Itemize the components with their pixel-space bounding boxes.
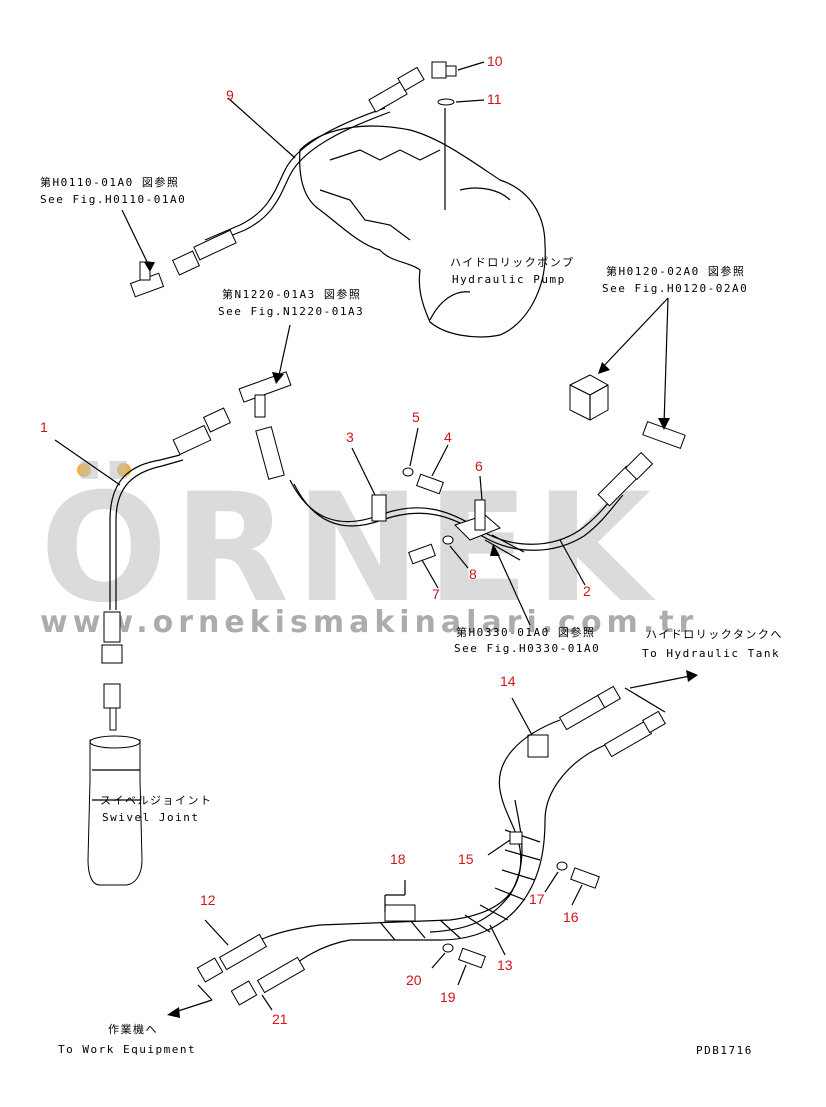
part-number-14: 14 (500, 673, 516, 689)
clamp-3 (351, 427, 449, 522)
leader-2 (559, 539, 586, 586)
o-ring-11 (437, 98, 455, 106)
ref-h0120-jp: 第H0120-02A0 図参照 (606, 264, 745, 278)
reference-labels: 第H0110-01A0 図参照 See Fig.H0110-01A0 第N122… (40, 175, 783, 1057)
leader-9 (227, 97, 296, 159)
part-number-13: 13 (497, 957, 513, 973)
watermark-dot (77, 463, 91, 477)
part-number-16: 16 (563, 909, 579, 925)
bolt-16 (570, 867, 600, 889)
bolt-7 (408, 543, 436, 565)
ref-n1220-jp: 第N1220-01A3 図参照 (222, 287, 361, 301)
hose-assembly (167, 670, 698, 1018)
pipe-9 (171, 66, 425, 276)
part-number-5: 5 (412, 409, 420, 425)
part-number-2: 2 (583, 583, 591, 599)
pipe-1 (54, 407, 232, 664)
label-work-jp: 作業機へ (108, 1022, 158, 1036)
label-pump-en: Hydraulic Pump (452, 273, 566, 286)
tee-fitting-left (121, 209, 165, 298)
bolt-4 (416, 473, 444, 495)
ref-h0330-jp: 第H0330-01A0 図参照 (456, 625, 595, 639)
elbow-10 (431, 61, 485, 106)
washer-8 (442, 535, 454, 545)
drawing-code: PDB1716 (696, 1044, 753, 1057)
part-number-21: 21 (272, 1011, 288, 1027)
tee-fitting-middle (238, 324, 292, 418)
leader-1 (54, 439, 121, 486)
part-number-4: 4 (444, 429, 452, 445)
part-number-11: 11 (487, 91, 502, 107)
part-number-1: 1 (40, 419, 48, 435)
part-number-10: 10 (487, 53, 503, 69)
label-swivel-en: Swivel Joint (102, 811, 199, 824)
washer-17 (556, 861, 568, 871)
part-number-19: 19 (440, 989, 456, 1005)
label-pump-jp: ハイドロリックポンプ (450, 256, 574, 269)
ref-n1220-en: See Fig.N1220-01A3 (218, 305, 364, 318)
label-work-en: To Work Equipment (58, 1043, 196, 1056)
part-number-15: 15 (458, 851, 474, 867)
ref-h0330-en: See Fig.H0330-01A0 (454, 642, 600, 655)
part-number-18: 18 (390, 851, 406, 867)
part-number-9: 9 (226, 87, 234, 103)
watermark: ÖRNEK www.ornekismakinalari.com.tr (40, 460, 698, 640)
label-tank-en: To Hydraulic Tank (642, 647, 780, 660)
ref-h0120-en: See Fig.H0120-02A0 (602, 282, 748, 295)
swivel-joint (87, 683, 143, 886)
part-number-8: 8 (469, 566, 477, 582)
ref-h0110-en: See Fig.H0110-01A0 (40, 193, 186, 206)
part-number-7: 7 (432, 586, 440, 602)
part-number-3: 3 (346, 429, 354, 445)
ref-h0110-jp: 第H0110-01A0 図参照 (40, 175, 179, 189)
hydraulic-pump (299, 108, 546, 338)
watermark-brand: ÖRNEK (40, 460, 657, 636)
part-number-20: 20 (406, 972, 422, 988)
watermark-url: www.ornekismakinalari.com.tr (40, 605, 698, 640)
part-numbers: 1 2 3 4 5 6 7 8 9 10 11 12 13 14 15 16 1… (40, 53, 591, 1027)
label-swivel-jp: スイベルジョイント (100, 794, 213, 807)
bolt-19 (458, 947, 486, 969)
part-number-17: 17 (529, 891, 545, 907)
part-number-12: 12 (200, 892, 216, 908)
washer-20 (442, 943, 454, 953)
label-tank-jp: ハイドロリックタンクへ (646, 628, 783, 641)
washer-5 (402, 467, 414, 477)
bracket-6 (408, 475, 531, 626)
part-number-6: 6 (475, 458, 483, 474)
block-h0120 (569, 297, 686, 450)
